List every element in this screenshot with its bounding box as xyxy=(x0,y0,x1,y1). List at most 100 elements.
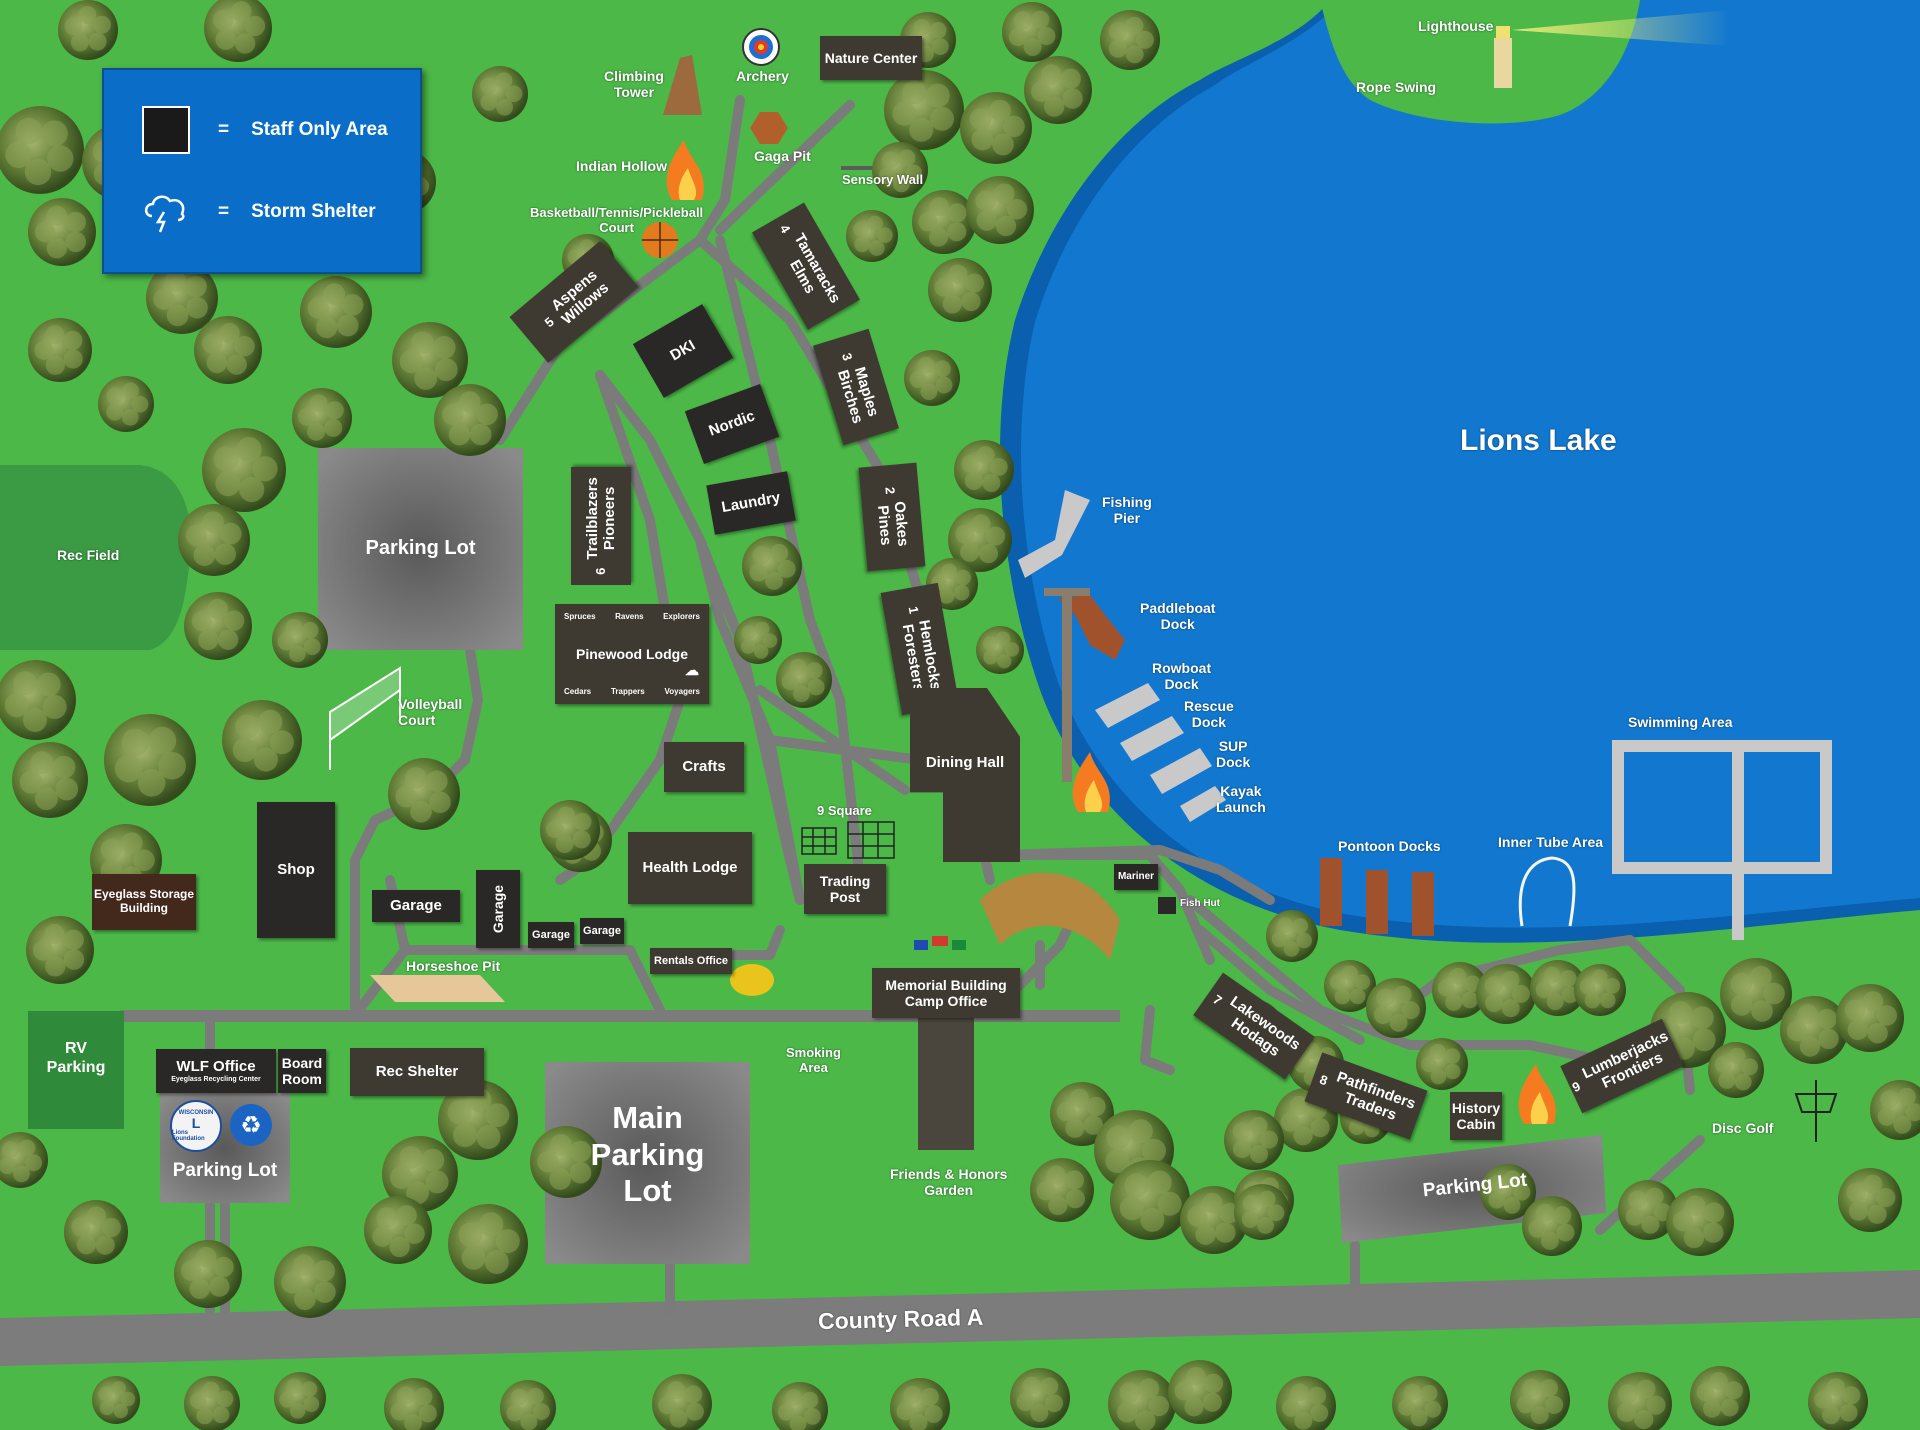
cabin-number: 7 xyxy=(1210,991,1226,1008)
kayak-line1: Kayak xyxy=(1220,783,1262,799)
seal-line2: Lions Foundation xyxy=(172,1130,205,1142)
county-road-label: County Road A xyxy=(817,1303,984,1335)
paddleboat-line2: Dock xyxy=(1160,616,1195,633)
trading-post-line1: Trading xyxy=(819,872,871,889)
board-room-line1: Board xyxy=(281,1054,323,1071)
cabin-number: 1 xyxy=(906,605,923,615)
gaga-pit-label: Gaga Pit xyxy=(754,148,811,164)
lake-name: Lions Lake xyxy=(1460,424,1617,457)
smoking-line1: Smoking xyxy=(786,1045,841,1060)
gaga-pit-icon xyxy=(750,112,788,144)
flag-icon xyxy=(952,940,966,950)
swim-dock-bottom xyxy=(1612,862,1732,874)
history-cabin-line2: Cabin xyxy=(1456,1116,1496,1132)
main-lot-line2: Parking xyxy=(590,1136,705,1172)
county-road xyxy=(0,1270,1920,1366)
sensory-wall xyxy=(841,166,903,170)
paddleboat-line1: Paddleboat xyxy=(1140,600,1216,616)
pinewood-lodge: Spruces Ravens Explorers Pinewood Lodge … xyxy=(555,604,709,704)
disc-golf-basket-icon xyxy=(1794,1080,1838,1142)
room-label: Cedars xyxy=(564,686,592,696)
rec-field-label: Rec Field xyxy=(57,547,120,563)
volleyball-label: Volleyball Court xyxy=(398,696,462,728)
flag-icon xyxy=(932,936,948,946)
main-lot-line1: Main xyxy=(612,1100,683,1135)
lions-lake-inner xyxy=(1021,0,1920,928)
climbing-tower-icon xyxy=(663,55,702,115)
cabin-number: 5 xyxy=(541,313,557,330)
trading-post: Trading Post xyxy=(804,864,886,914)
cabin-number: 8 xyxy=(1317,1071,1330,1088)
mariner-building: Mariner xyxy=(1114,864,1158,890)
lighthouse-tower xyxy=(1494,38,1512,88)
room-label: Ravens xyxy=(615,612,644,621)
fishing-line1: Fishing xyxy=(1102,494,1152,510)
horseshoe-pit xyxy=(370,975,505,1002)
sensory-wall-label: Sensory Wall xyxy=(842,172,924,187)
rv-line2: Parking xyxy=(46,1058,106,1076)
legend-equals: = xyxy=(218,119,230,140)
parking-lot-north xyxy=(318,448,523,650)
parking-lot-west-label: Parking Lot xyxy=(172,1160,278,1181)
bridge xyxy=(980,872,1120,960)
wlf-office: WLF Office Eyeglass Recycling Center xyxy=(156,1049,276,1093)
legend-row-storm: = Storm Shelter xyxy=(142,190,376,234)
eyeglass-line2: Building xyxy=(120,901,168,915)
recycle-icon: ♻ xyxy=(230,1104,272,1146)
storm-shelter-icon: ☁ xyxy=(685,662,699,678)
fish-hut xyxy=(1158,897,1176,914)
campfire-icon xyxy=(1518,1064,1556,1124)
paddleboat-dock xyxy=(1058,595,1125,660)
rowboat-line1: Rowboat xyxy=(1152,660,1212,676)
room-label: Trappers xyxy=(610,686,645,696)
inner-tube-area xyxy=(1518,856,1576,927)
cabin-number: 6 xyxy=(592,567,608,575)
room-label: Spruces xyxy=(564,612,596,621)
totem-pole xyxy=(1062,592,1072,782)
wlf-office-sub: Eyeglass Recycling Center xyxy=(171,1075,261,1083)
indian-hollow-label: Indian Hollow xyxy=(576,158,667,174)
rec-shelter: Rec Shelter xyxy=(350,1048,484,1096)
rescue-line1: Rescue xyxy=(1184,698,1234,714)
legend: = Staff Only Area = Storm Shelter xyxy=(102,68,422,274)
kayak-line2: Launch xyxy=(1216,799,1266,816)
seal-line1: WISCONSIN xyxy=(178,1110,214,1116)
crafts-building: Crafts xyxy=(664,742,744,792)
archery-label: Archery xyxy=(736,68,789,84)
lighthouse-label: Lighthouse xyxy=(1418,18,1494,34)
garage-vertical-label: Garage xyxy=(489,884,506,934)
rescue-line2: Dock xyxy=(1191,714,1227,731)
fishing-pier xyxy=(1018,490,1090,578)
pontoon-label: Pontoon Docks xyxy=(1338,838,1441,854)
parking-lot-north-label: Parking Lot xyxy=(365,537,476,559)
main-parking-lot-label: Main Parking Lot xyxy=(545,1100,750,1210)
main-lot-line3: Lot xyxy=(623,1173,672,1209)
history-cabin: History Cabin xyxy=(1450,1092,1502,1140)
pinewood-name: Pinewood Lodge xyxy=(576,645,688,662)
rentals-office: Rentals Office xyxy=(650,948,732,974)
road-rv xyxy=(120,1010,1120,1022)
sup-label: SUP Dock xyxy=(1216,738,1250,770)
fishing-line2: Pier xyxy=(1113,510,1141,527)
board-room: Board Room xyxy=(278,1049,326,1093)
lion-statue-icon xyxy=(730,964,774,996)
cabin-name: Trailblazers xyxy=(583,477,601,560)
climbing-line2: Tower xyxy=(613,84,655,101)
campfire-icon xyxy=(1072,752,1110,812)
health-lodge: Health Lodge xyxy=(628,832,752,904)
pontoon-dock-2 xyxy=(1366,870,1388,934)
cabin-name: Pioneers xyxy=(601,486,618,551)
wlf-office-name: WLF Office xyxy=(176,1058,256,1076)
fishing-pier-label: Fishing Pier xyxy=(1102,494,1152,526)
horseshoe-label: Horseshoe Pit xyxy=(406,958,501,974)
legend-equals: = xyxy=(218,201,230,222)
memorial-line2: Camp Office xyxy=(904,993,988,1009)
room-label: Voyagers xyxy=(664,686,700,696)
rowboat-label: Rowboat Dock xyxy=(1152,660,1211,692)
eyeglass-line1: Eyeglass Storage xyxy=(93,887,195,902)
garage-vertical: Garage xyxy=(476,870,520,948)
seal-letter: L xyxy=(191,1115,201,1131)
cabin-number: 2 xyxy=(882,486,899,495)
